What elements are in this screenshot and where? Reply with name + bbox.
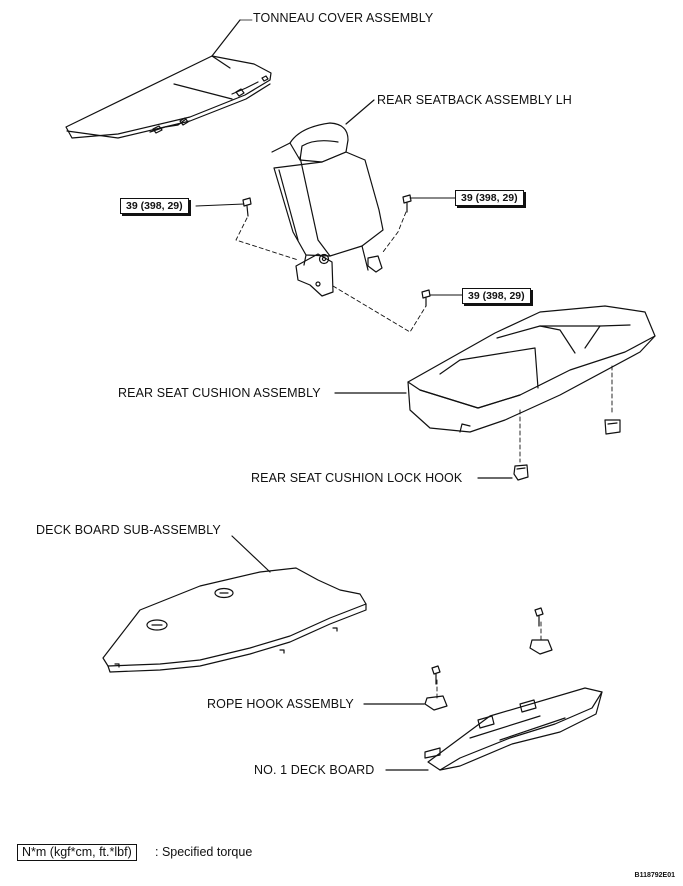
no1-deck-board-part — [385, 687, 603, 771]
alignment-lines — [235, 211, 613, 701]
legend-description: : Specified torque — [155, 845, 253, 859]
rope-hook-parts — [363, 607, 553, 711]
label-rear-seatback: REAR SEATBACK ASSEMBLY LH — [377, 93, 572, 107]
deck-board-sub-part — [102, 535, 367, 673]
tonneau-cover-part — [65, 19, 272, 139]
label-rope-hook: ROPE HOOK ASSEMBLY — [207, 697, 354, 711]
seatback-bolts — [195, 194, 463, 307]
cushion-lock-hooks — [477, 419, 621, 481]
torque-spec-right: 39 (398, 29) — [455, 190, 524, 206]
label-no1-deck-board: NO. 1 DECK BOARD — [254, 763, 375, 777]
rear-seatback-part — [271, 99, 384, 297]
label-deck-board-sub: DECK BOARD SUB-ASSEMBLY — [36, 523, 221, 537]
label-tonneau-cover: TONNEAU COVER ASSEMBLY — [253, 11, 434, 25]
rear-seat-cushion-part — [334, 305, 656, 433]
label-rear-seat-cushion: REAR SEAT CUSHION ASSEMBLY — [118, 386, 321, 400]
figure-id: B118792E01 — [634, 872, 675, 879]
torque-spec-lower: 39 (398, 29) — [462, 288, 531, 304]
legend-unit-box: N*m (kgf*cm, ft.*lbf) — [17, 844, 137, 861]
label-cushion-lock-hook: REAR SEAT CUSHION LOCK HOOK — [251, 471, 463, 485]
torque-spec-left: 39 (398, 29) — [120, 198, 189, 214]
